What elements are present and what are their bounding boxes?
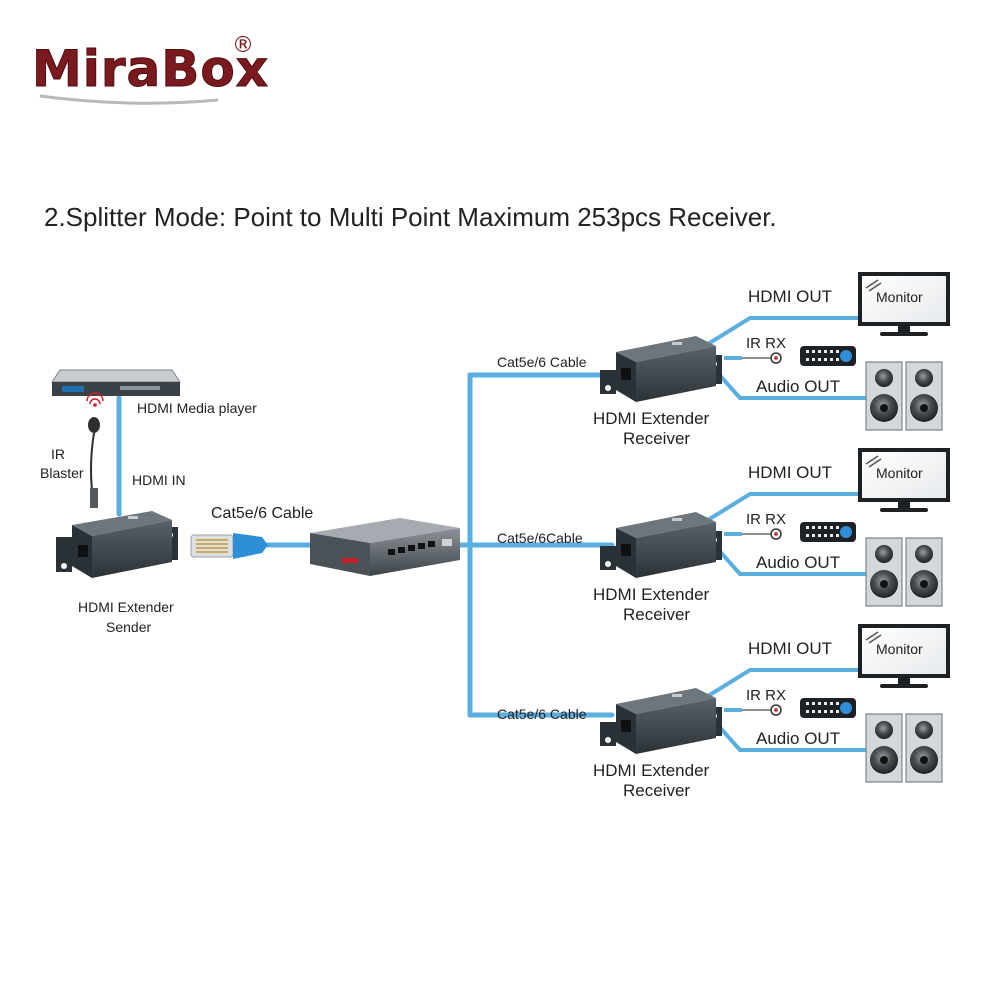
receiver-output-cables (706, 668, 868, 752)
audio-out-cable (713, 368, 868, 400)
hdmi-media-player-label: HDMI Media player (137, 400, 257, 416)
mirabox-logo: MiraBox ® (32, 33, 269, 105)
cables (116, 372, 615, 718)
sender-cable-label: Cat5e/6 Cable (211, 505, 313, 522)
logo-text: MiraBox (32, 40, 269, 98)
receiver-output-cables (706, 492, 868, 576)
ir-rx-label: IR RX (746, 511, 786, 528)
receiver-device-label-1: HDMI Extender (593, 585, 710, 604)
audio-out-label: Audio OUT (756, 377, 840, 396)
ir-receiver-icon (742, 528, 782, 540)
remote-control-icon (800, 346, 856, 366)
registered-mark: ® (232, 33, 254, 58)
sender-device-label-1: HDMI Extender (78, 599, 174, 615)
monitor-label: Monitor (876, 465, 923, 481)
ir-rx-label: IR RX (746, 335, 786, 352)
receiver-output-cables (706, 316, 868, 400)
hdmi-extender-receiver-icon (600, 512, 722, 578)
speakers-icon (865, 361, 943, 431)
speakers-icon (865, 713, 943, 783)
monitor-label: Monitor (876, 641, 923, 657)
ir-receiver-icon (742, 704, 782, 716)
audio-out-cable (713, 544, 868, 576)
ir-rx-label: IR RX (746, 687, 786, 704)
network-switch-icon (310, 518, 460, 576)
receiver-device-label-1: HDMI Extender (593, 761, 710, 780)
monitor-icon (858, 448, 950, 512)
ir-receiver-icon (742, 352, 782, 364)
sender-device-label-2: Sender (106, 619, 151, 635)
monitor-icon (858, 624, 950, 688)
sender-section: HDMI Media player IR Blaster HDMI IN HDM… (40, 369, 313, 635)
receiver-device-label-2: Receiver (623, 429, 690, 448)
ir-blaster-icon (86, 392, 104, 508)
audio-out-cable (713, 720, 868, 752)
hdmi-out-label: HDMI OUT (748, 639, 832, 658)
receiver-device-label-2: Receiver (623, 605, 690, 624)
hdmi-extender-receiver-icon (600, 336, 722, 402)
hdmi-in-label: HDMI IN (132, 472, 186, 488)
remote-control-icon (800, 698, 856, 718)
receiver-device-label-1: HDMI Extender (593, 409, 710, 428)
receiver-row-3: Monitor HDMI OUT IR RX Audio OUT Cat5e/6 Cab… (497, 624, 950, 800)
receiver-cable-label: Cat5e/6 Cable (497, 706, 587, 722)
hdmi-out-cable (706, 668, 862, 698)
receiver-row-2: Monitor HDMI OUT IR RX Audio OUT Cat5e/6Cabl… (497, 448, 950, 624)
rj45-plug-icon (190, 533, 268, 559)
receiver-row-1: Monitor HDMI OUT IR RX Audio OUT Cat5e/6 Cab… (497, 272, 950, 448)
hdmi-extender-receiver-icon (600, 688, 722, 754)
page-heading: 2.Splitter Mode: Point to Multi Point Ma… (44, 202, 777, 232)
monitor-label: Monitor (876, 289, 923, 305)
hdmi-out-label: HDMI OUT (748, 463, 832, 482)
hdmi-out-cable (706, 316, 862, 346)
hdmi-out-label: HDMI OUT (748, 287, 832, 306)
speakers-icon (865, 537, 943, 607)
ir-label: IR (51, 446, 65, 462)
audio-out-label: Audio OUT (756, 553, 840, 572)
monitor-icon (858, 272, 950, 336)
remote-control-icon (800, 522, 856, 542)
logo-underline-swoosh (39, 94, 219, 105)
receiver-cable-label: Cat5e/6 Cable (497, 354, 587, 370)
audio-out-label: Audio OUT (756, 729, 840, 748)
hdmi-media-player-icon (51, 369, 181, 396)
receiver-cable-label: Cat5e/6Cable (497, 530, 583, 546)
hdmi-extender-sender-icon (56, 511, 178, 578)
hdmi-out-cable (706, 492, 862, 522)
blaster-label: Blaster (40, 465, 84, 481)
receiver-device-label-2: Receiver (623, 781, 690, 800)
